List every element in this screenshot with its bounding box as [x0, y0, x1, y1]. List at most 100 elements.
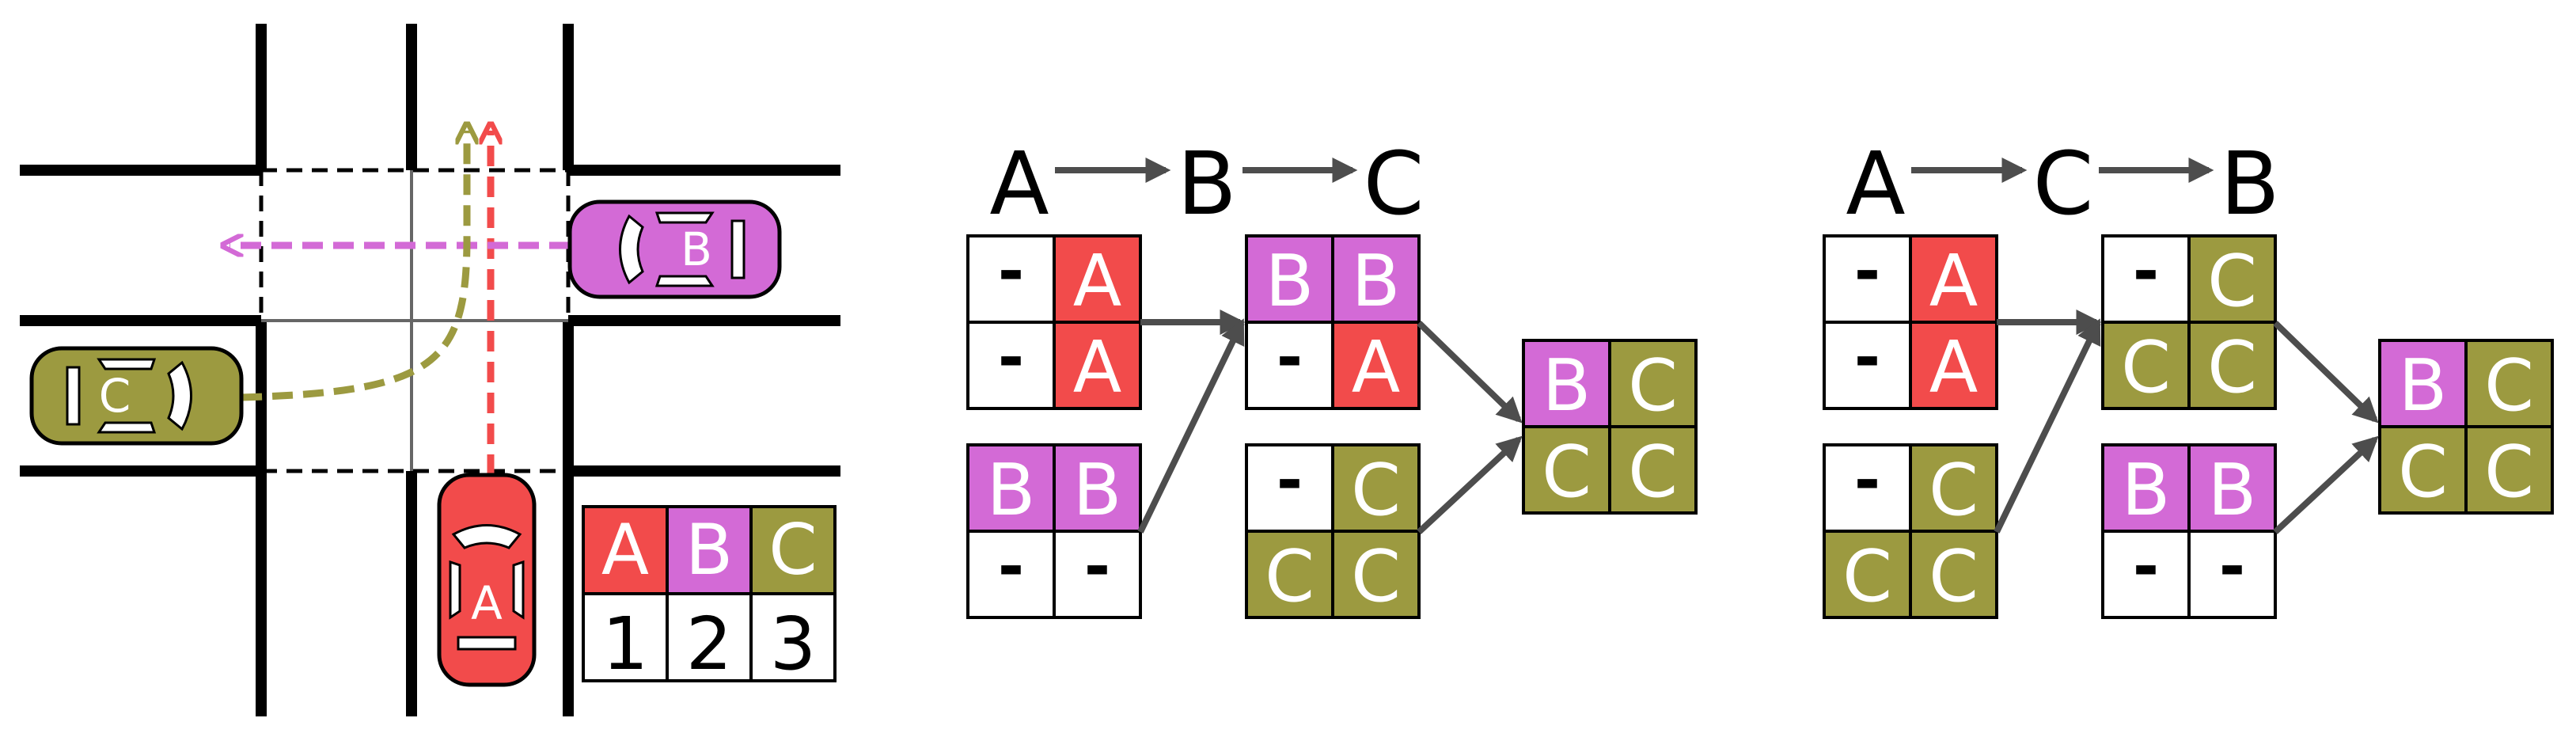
- car-a-body: [437, 473, 537, 687]
- legend-value-cell: [749, 592, 837, 682]
- grid-cell-text: C: [2484, 344, 2534, 427]
- road-outlines: [20, 24, 840, 716]
- sequence-letter: A: [1846, 133, 1905, 234]
- grid-cell: [1245, 234, 1334, 324]
- sequence-letter: B: [1177, 133, 1236, 234]
- grid-cell-text: C: [2398, 431, 2448, 514]
- grid-cell: [2464, 425, 2554, 515]
- flow-arrow: [2273, 321, 2379, 424]
- flow-arrow: [1417, 321, 1523, 424]
- grid-cell: [2101, 321, 2191, 410]
- grid-cell: [2187, 321, 2277, 410]
- grid-cell-text: -: [998, 234, 1024, 308]
- grid-cell-text: C: [2207, 240, 2257, 323]
- grid-cell-text: B: [2122, 449, 2171, 532]
- grid-cell: [966, 443, 1056, 533]
- grid-cell: [1053, 443, 1142, 533]
- car-c-body: [29, 346, 244, 446]
- grid-cell-text: -: [1854, 234, 1880, 308]
- car-c: C: [29, 346, 244, 446]
- car-c-rear-window: [66, 366, 81, 426]
- grid-cell-text: C: [1542, 431, 1592, 514]
- grid-cell-text: A: [1073, 240, 1122, 323]
- grid-cell: [1909, 234, 1998, 324]
- grid-cell-text: -: [1277, 443, 1303, 517]
- grid-cell: [1245, 443, 1334, 533]
- legend-value-cell: [666, 592, 753, 682]
- sequence-letter: C: [2033, 133, 2094, 234]
- grid-cell-text: B: [2399, 344, 2448, 427]
- grid-cell-text: -: [2219, 530, 2245, 603]
- flow-arrow: [1994, 318, 2101, 534]
- grid-cell: [2464, 339, 2554, 428]
- grid-cell: [1823, 443, 1912, 533]
- grid-cell-text: B: [1542, 344, 1592, 427]
- grid-cell-text: -: [1277, 321, 1303, 394]
- flow-arrow: [2273, 435, 2379, 534]
- grid-cell-text: A: [1073, 326, 1122, 409]
- grid-cell-text: -: [998, 321, 1024, 394]
- flow-arrow: [1137, 318, 1245, 534]
- grid-cell: [1909, 443, 1998, 533]
- grid-cell-text: C: [1265, 535, 1315, 618]
- grid-cell: [1331, 321, 1421, 410]
- car-c-label: C: [99, 369, 131, 423]
- grid-cell-text: A: [1352, 326, 1401, 409]
- grid-cell: [2378, 425, 2468, 515]
- grid-cell-text: C: [1628, 344, 1678, 427]
- lane-grid: [261, 170, 568, 471]
- reservation-grid: -A-A: [966, 234, 1142, 410]
- grid-cell: [1608, 425, 1698, 515]
- grid-cell-text: B: [987, 449, 1036, 532]
- grid-cell-text: B: [1265, 240, 1315, 323]
- grid-cell: [2101, 443, 2191, 533]
- legend-value-text: 3: [770, 602, 817, 686]
- grid-cell-text: A: [1929, 326, 1978, 409]
- grid-cell: [1823, 321, 1912, 410]
- grid-cell: [1522, 425, 1611, 515]
- car-b: B: [567, 199, 782, 299]
- grid-cell: [1909, 530, 1998, 619]
- sequence-letter: B: [2220, 133, 2279, 234]
- grid-cell-text: C: [2484, 431, 2534, 514]
- grid-cell: [966, 321, 1056, 410]
- grid-cell: [2187, 530, 2277, 619]
- grid-cell: [2187, 234, 2277, 324]
- car-b-windshield: [619, 214, 644, 285]
- legend-header-text: C: [768, 509, 817, 591]
- trajectory-car-c: [241, 131, 467, 401]
- car-a-windshield: [451, 524, 522, 549]
- grid-cell-text: C: [1929, 449, 1978, 532]
- legend-value-cell: [582, 592, 669, 682]
- grid-cell-text: C: [1351, 449, 1401, 532]
- grid-cell-text: C: [2121, 326, 2171, 409]
- grid-cell-text: -: [2133, 530, 2159, 603]
- grid-cell-text: B: [1352, 240, 1401, 323]
- grid-cell-text: C: [2207, 326, 2257, 409]
- grid-cell: [1053, 321, 1142, 410]
- reservation-grid: -A-A: [1823, 234, 1998, 410]
- flow-arrow: [1417, 435, 1523, 534]
- car-a-label: A: [471, 576, 503, 630]
- grid-cell-text: B: [1073, 449, 1122, 532]
- grid-cell-text: C: [1929, 535, 1978, 618]
- stop-lines: [259, 168, 571, 473]
- grid-cell-text: -: [1084, 530, 1110, 603]
- sequence-letter: C: [1364, 133, 1425, 234]
- legend-value-text: 2: [686, 602, 733, 686]
- grid-cell: [1053, 234, 1142, 324]
- grid-cell-text: C: [1628, 431, 1678, 514]
